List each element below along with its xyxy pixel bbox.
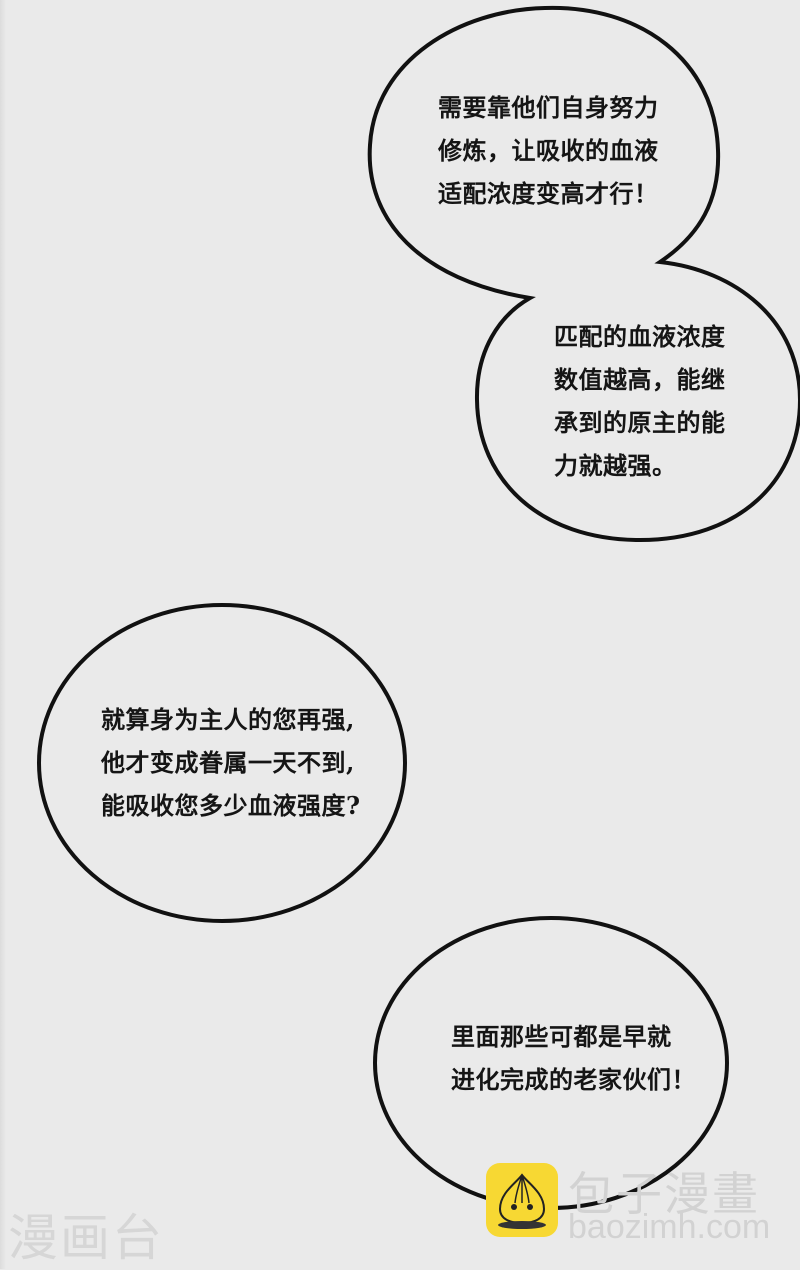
bubble-line: 就算身为主人的您再强,: [101, 705, 355, 734]
bubble-line: 修炼，让吸收的血液: [438, 136, 659, 165]
speech-bubble-1-text: 需要靠他们自身努力 修炼，让吸收的血液 适配浓度变高才行！: [438, 86, 659, 215]
panel-edge: [0, 0, 6, 1269]
speech-bubble-3-outline: [37, 603, 407, 923]
bubble-line: 能吸收您多少血液强度?: [101, 791, 361, 820]
speech-bubble-4-text: 里面那些可都是早就 进化完成的老家伙们！: [451, 1015, 696, 1101]
watermark-baozi-url: baozimh.com: [568, 1208, 771, 1246]
bubble-line: 匹配的血液浓度: [554, 322, 726, 351]
bubble-line: 承到的原主的能: [554, 408, 726, 437]
watermark-baozi-brand: 包子漫畫: [568, 1167, 760, 1221]
bubble-line: 需要靠他们自身努力: [438, 93, 659, 122]
speech-bubble-3-text: 就算身为主人的您再强, 他才变成眷属一天不到, 能吸收您多少血液强度?: [101, 698, 361, 827]
watermark-manhuatai: 漫画台: [8, 1209, 164, 1267]
speech-bubble-2-text: 匹配的血液浓度 数值越高，能继 承到的原主的能 力就越强。: [554, 315, 726, 487]
bubble-line: 适配浓度变高才行！: [438, 179, 659, 208]
bubble-line: 他才变成眷属一天不到,: [101, 748, 355, 777]
bubble-line: 数值越高，能继: [554, 365, 726, 394]
bubble-line: 里面那些可都是早就: [451, 1022, 672, 1051]
bubble-line: 进化完成的老家伙们！: [451, 1065, 696, 1094]
steamed-bun-icon: [486, 1163, 558, 1237]
speech-bubble-1-outline: [367, 5, 800, 543]
bubble-line: 力就越强。: [554, 451, 677, 480]
